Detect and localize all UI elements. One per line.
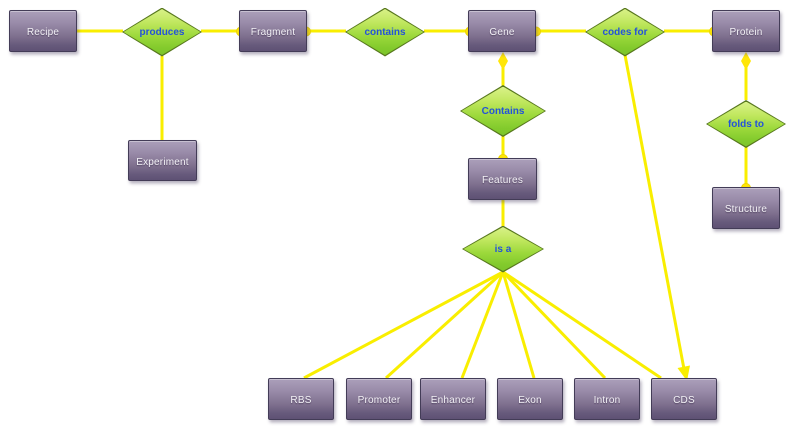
entity-recipe[interactable]: Recipe (9, 10, 77, 52)
entity-label-structure: Structure (724, 204, 768, 215)
arrow-into-protein-bottom (741, 52, 751, 70)
relationship-label-is-a: is a (494, 243, 512, 255)
connector-is-a-to-promoter (384, 270, 505, 380)
entity-label-cds: CDS (673, 395, 695, 406)
entity-label-promoter: Promoter (357, 395, 401, 406)
connector-is-a-to-intron (501, 270, 607, 380)
relationship-label-contains-gene: Contains (481, 105, 525, 117)
entity-experiment[interactable]: Experiment (128, 140, 197, 181)
entity-promoter[interactable]: Promoter (346, 378, 412, 420)
entity-label-rbs: RBS (290, 395, 312, 406)
entity-structure[interactable]: Structure (712, 187, 780, 229)
entity-exon[interactable]: Exon (497, 378, 563, 420)
entity-label-intron: Intron (593, 395, 621, 406)
entity-features[interactable]: Features (468, 158, 537, 200)
entity-cds[interactable]: CDS (651, 378, 717, 420)
entity-label-gene: Gene (489, 27, 515, 38)
entity-fragment[interactable]: Fragment (239, 10, 307, 52)
entity-label-exon: Exon (518, 395, 542, 406)
connector-is-a-to-enhancer (460, 271, 505, 379)
entity-intron[interactable]: Intron (574, 378, 640, 420)
entity-label-enhancer: Enhancer (430, 395, 476, 406)
connector-is-a-to-cds (502, 270, 662, 380)
relationship-label-codes-for: codes for (602, 26, 648, 38)
arrow-into-gene-bottom (498, 52, 508, 70)
entity-rbs[interactable]: RBS (268, 378, 334, 420)
connector-is-a-to-exon (501, 271, 536, 379)
relationship-label-contains: contains (364, 26, 406, 38)
entity-enhancer[interactable]: Enhancer (420, 378, 486, 420)
connector-is-a-to-rbs (303, 270, 504, 380)
entity-label-recipe: Recipe (26, 27, 60, 38)
entity-label-features: Features (481, 175, 524, 186)
entity-label-protein: Protein (729, 27, 763, 38)
entity-label-experiment: Experiment (136, 156, 189, 168)
arrow-into-cds-top (677, 365, 690, 381)
entity-protein[interactable]: Protein (712, 10, 780, 52)
relationship-label-folds-to: folds to (727, 118, 765, 130)
connector-codes-for-to-cds (623, 54, 686, 370)
entity-gene[interactable]: Gene (468, 10, 536, 52)
entity-label-fragment: Fragment (250, 27, 296, 38)
relationship-label-produces: produces (139, 26, 185, 38)
